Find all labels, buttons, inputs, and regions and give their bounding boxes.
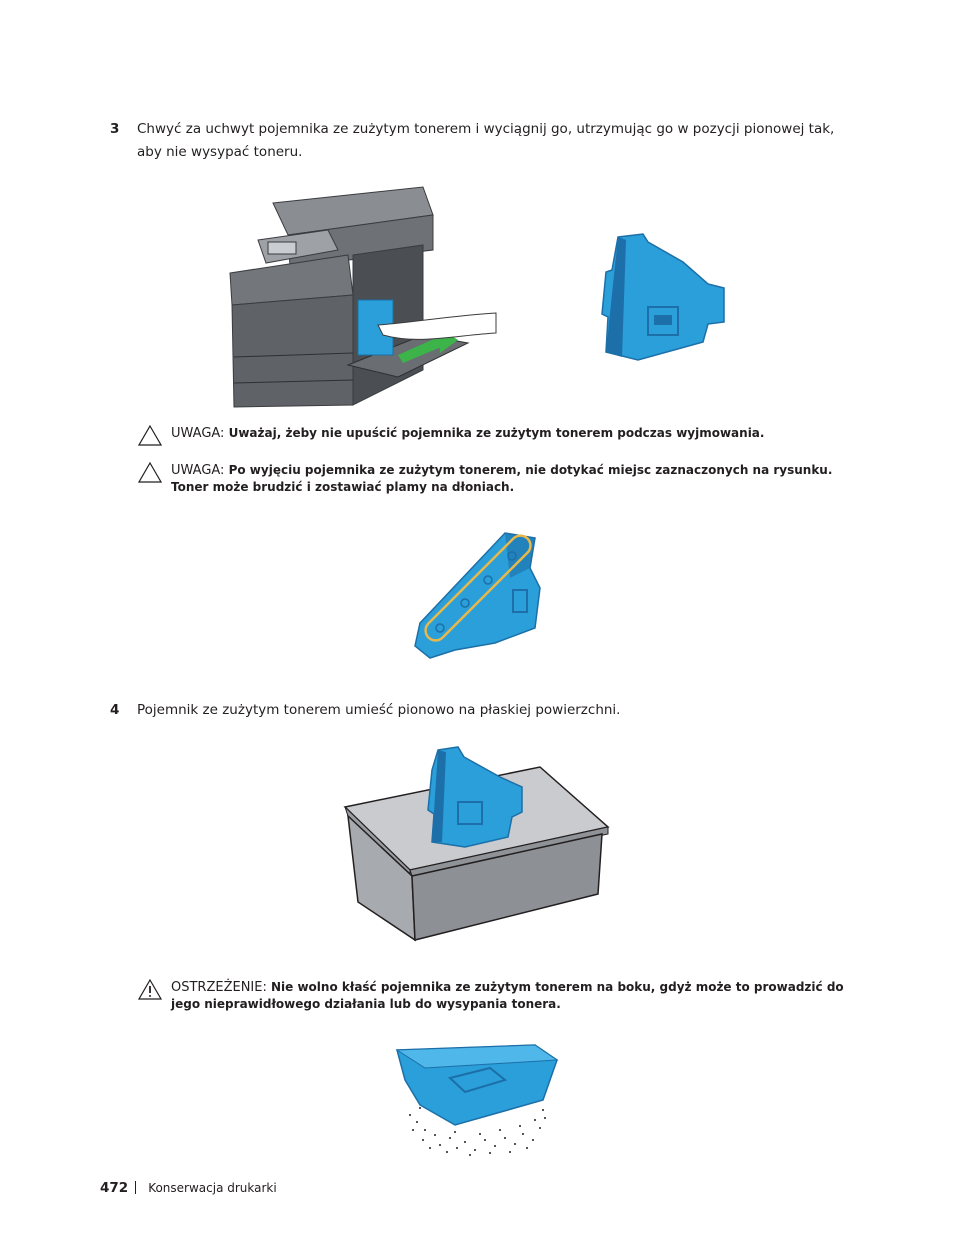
waste-toner-container-illustration: [601, 233, 725, 361]
page-number: 472: [100, 1180, 129, 1196]
caution-triangle-icon: [138, 462, 162, 483]
note-text: Nie wolno kłaść pojemnika ze zużytym ton…: [171, 980, 844, 1011]
note-label: UWAGA:: [171, 426, 225, 441]
note-text: Uważaj, żeby nie upuścić pojemnika ze zu…: [228, 426, 765, 440]
container-on-side-illustration: [395, 1044, 559, 1156]
footer-divider: [135, 1181, 137, 1194]
caution-triangle-icon: [138, 425, 162, 446]
printer-removal-illustration: [229, 186, 497, 408]
note-text: Po wyjęciu pojemnika ze zużytym tonerem,…: [171, 463, 833, 494]
container-on-table-illustration: [343, 746, 610, 942]
step-number: 3: [110, 121, 120, 137]
note-label: OSTRZEŻENIE:: [171, 980, 267, 995]
toner-contact-area-illustration: [414, 532, 541, 659]
warning-triangle-icon: [138, 979, 162, 1000]
step-text: Chwyć za uchwyt pojemnika ze zużytym ton…: [137, 121, 835, 160]
step-text: Pojemnik ze zużytym tonerem umieść piono…: [137, 702, 621, 718]
note-label: UWAGA:: [171, 463, 225, 478]
page-footer: 472 Konserwacja drukarki: [100, 1180, 277, 1196]
step-number: 4: [110, 702, 120, 718]
section-title: Konserwacja drukarki: [148, 1181, 277, 1195]
